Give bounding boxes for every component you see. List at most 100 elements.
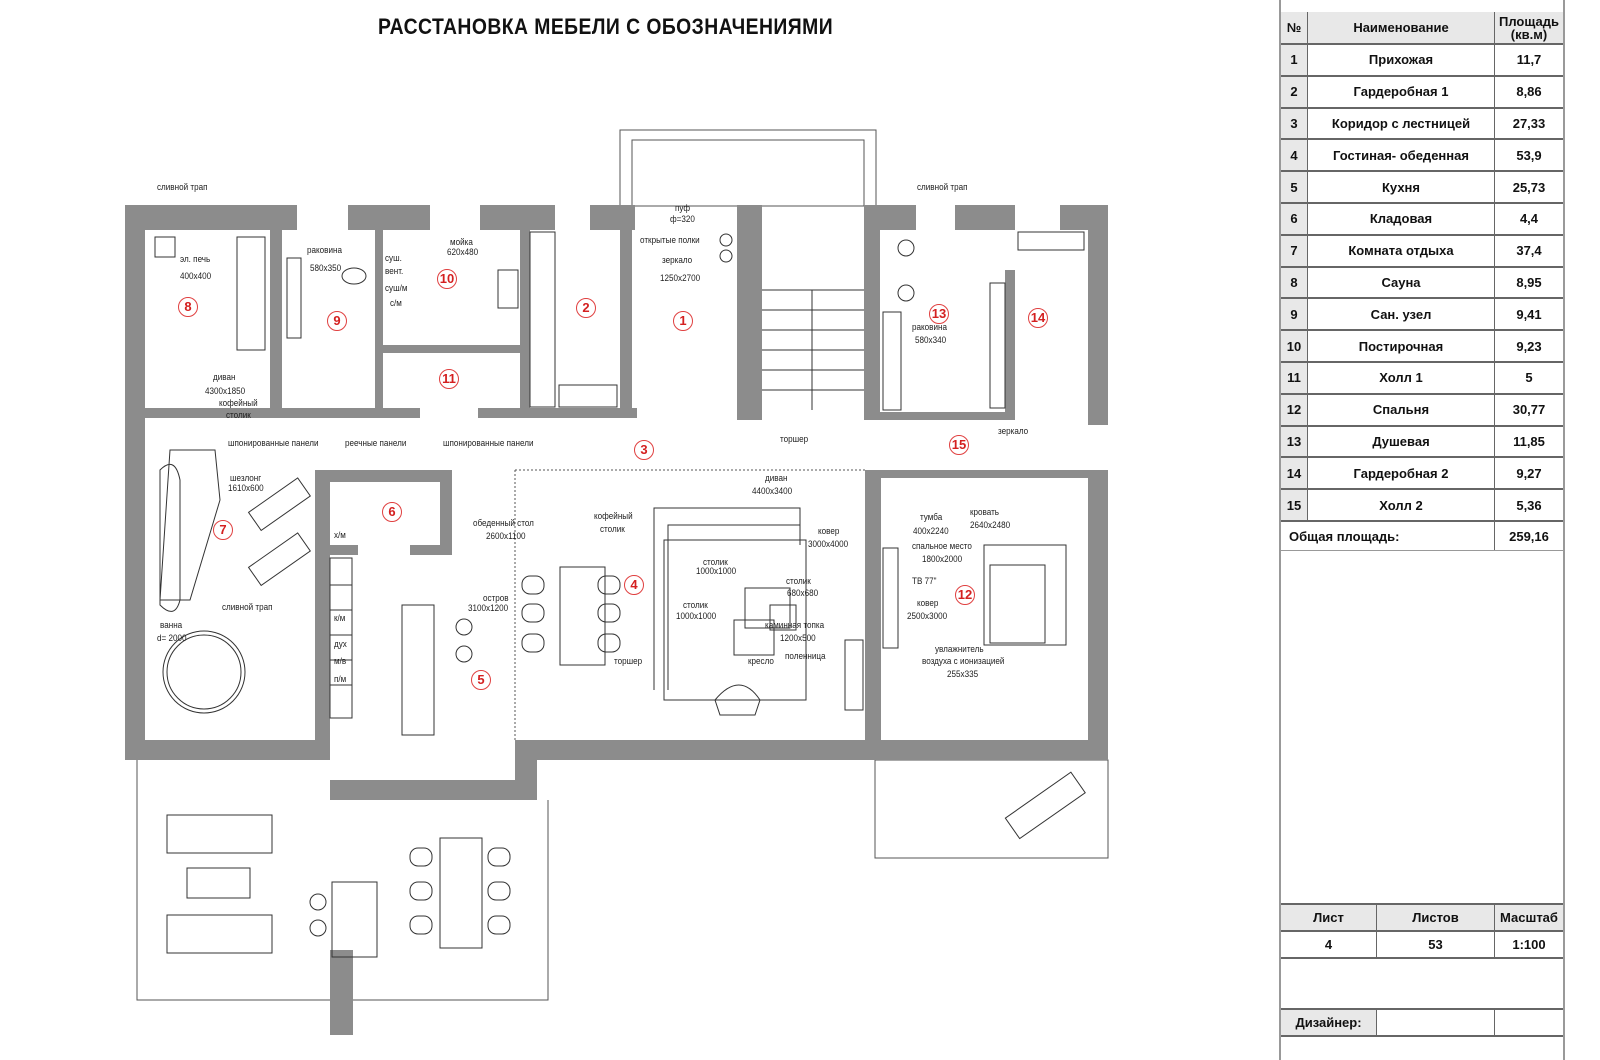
annotation-label: спальное место — [912, 541, 972, 551]
annotation-label: тумба — [920, 512, 943, 522]
annotation-label: к/м — [334, 613, 346, 623]
annotation-label: столик — [786, 576, 811, 586]
annotation-label: 1000x1000 — [696, 566, 737, 576]
annotation-label: ф=320 — [670, 214, 695, 224]
cell-name: Сауна — [1307, 266, 1495, 300]
annotation-label: 3100x1200 — [468, 603, 509, 613]
annotation-label: суш. — [385, 253, 402, 263]
cell-name: Прихожая — [1307, 44, 1495, 77]
cell-name: Гардеробная 1 — [1307, 75, 1495, 109]
cell-area: 11,7 — [1494, 44, 1563, 77]
cell-num: 15 — [1281, 489, 1308, 522]
staircase — [762, 289, 864, 410]
annotation-label: диван — [765, 473, 788, 483]
annotation-label: сливной трап — [917, 182, 968, 192]
header-area: Площадь (кв.м) — [1494, 12, 1563, 45]
cell-area: 8,95 — [1494, 266, 1563, 300]
cell-num: 12 — [1281, 393, 1308, 427]
sheet-number: 4 — [1281, 931, 1377, 959]
floor-plan — [125, 129, 1109, 1035]
annotation-label: реечные панели — [345, 438, 407, 448]
annotation-label: суш/м — [385, 283, 408, 293]
drawing-title: РАССТАНОВКА МЕБЕЛИ С ОБОЗНАЧЕНИЯМИ — [378, 14, 834, 39]
annotation-label: кофейный — [594, 511, 633, 521]
header-name: Наименование — [1307, 12, 1495, 45]
annotation-label: 2600x1100 — [486, 531, 526, 541]
cell-name: Постирочная — [1307, 330, 1495, 363]
cell-name: Холл 1 — [1307, 361, 1495, 395]
annotation-label: 4300x1850 — [205, 386, 246, 396]
annotation-label: раковина — [912, 322, 947, 332]
cell-area: 11,85 — [1494, 425, 1563, 459]
cell-area: 30,77 — [1494, 393, 1563, 427]
room-number: 11 — [439, 369, 459, 389]
cell-name: Холл 2 — [1307, 489, 1495, 522]
annotation-label: 1200x500 — [780, 633, 816, 643]
annotation-label: п/м — [334, 674, 347, 684]
annotation-label: кофейный — [219, 398, 258, 408]
cell-name: Гардеробная 2 — [1307, 457, 1495, 491]
annotation-label: каминная топка — [765, 620, 825, 630]
annotation-label: открытые полки — [640, 235, 700, 245]
room-number: 7 — [213, 520, 233, 540]
cell-area: 37,4 — [1494, 234, 1563, 268]
annotation-label: TB 77" — [912, 576, 937, 586]
table-header: № Наименование Площадь (кв.м) — [1281, 12, 1563, 45]
furniture — [154, 231, 1086, 958]
room-number: 3 — [634, 440, 654, 460]
cell-area: 9,41 — [1494, 298, 1563, 332]
cell-num: 5 — [1281, 171, 1308, 204]
annotation-label: 1610x600 — [228, 483, 264, 493]
annotation-label: зеркало — [998, 426, 1029, 436]
sheets-label: Листов — [1376, 904, 1495, 932]
annotation-label: кровать — [970, 507, 1000, 517]
annotation-label: ковер — [818, 526, 840, 536]
annotation-label: торшер — [614, 656, 643, 666]
designer-table: Дизайнер: — [1281, 1008, 1563, 1037]
header-num: № — [1281, 12, 1308, 45]
cell-area: 5,36 — [1494, 489, 1563, 522]
annotation-label: кресло — [748, 656, 774, 666]
annotation-label: зеркало — [662, 255, 693, 265]
cell-name: Коридор с лестницей — [1307, 107, 1495, 141]
sheet-info-table: Лист Листов Масштаб 4 53 1:100 — [1281, 903, 1563, 959]
room-number: 4 — [624, 575, 644, 595]
room-number: 1 — [673, 311, 693, 331]
room-number: 5 — [471, 670, 491, 690]
cell-num: 1 — [1281, 44, 1308, 77]
annotation-label: 400x2240 — [913, 526, 949, 536]
annotation-label: 580x340 — [915, 335, 947, 345]
room-number: 2 — [576, 298, 596, 318]
annotation-label: шпонированные панели — [228, 438, 319, 448]
cell-name: Кладовая — [1307, 202, 1495, 236]
annotation-label: 255x335 — [947, 669, 979, 679]
annotation-label: столик — [600, 524, 625, 534]
annotation-label: эл. печь — [180, 254, 211, 264]
room-number: 12 — [955, 585, 975, 605]
annotation-label: 1250x2700 — [660, 273, 701, 283]
annotation-label: 400x400 — [180, 271, 212, 281]
cell-num: 8 — [1281, 266, 1308, 300]
annotation-label: вент. — [385, 266, 404, 276]
annotation-label: шезлонг — [230, 473, 262, 483]
room-number: 14 — [1028, 308, 1048, 328]
annotation-label: сливной трап — [222, 602, 273, 612]
cell-num: 10 — [1281, 330, 1308, 363]
total-value: 259,16 — [1494, 520, 1563, 552]
cell-num: 11 — [1281, 361, 1308, 395]
annotation-label: d= 2000 — [157, 633, 187, 643]
annotation-label: обеденный стол — [473, 518, 534, 528]
annotation-label: 1000x1000 — [676, 611, 717, 621]
scale-label: Масштаб — [1494, 904, 1563, 932]
room-number: 10 — [437, 269, 457, 289]
